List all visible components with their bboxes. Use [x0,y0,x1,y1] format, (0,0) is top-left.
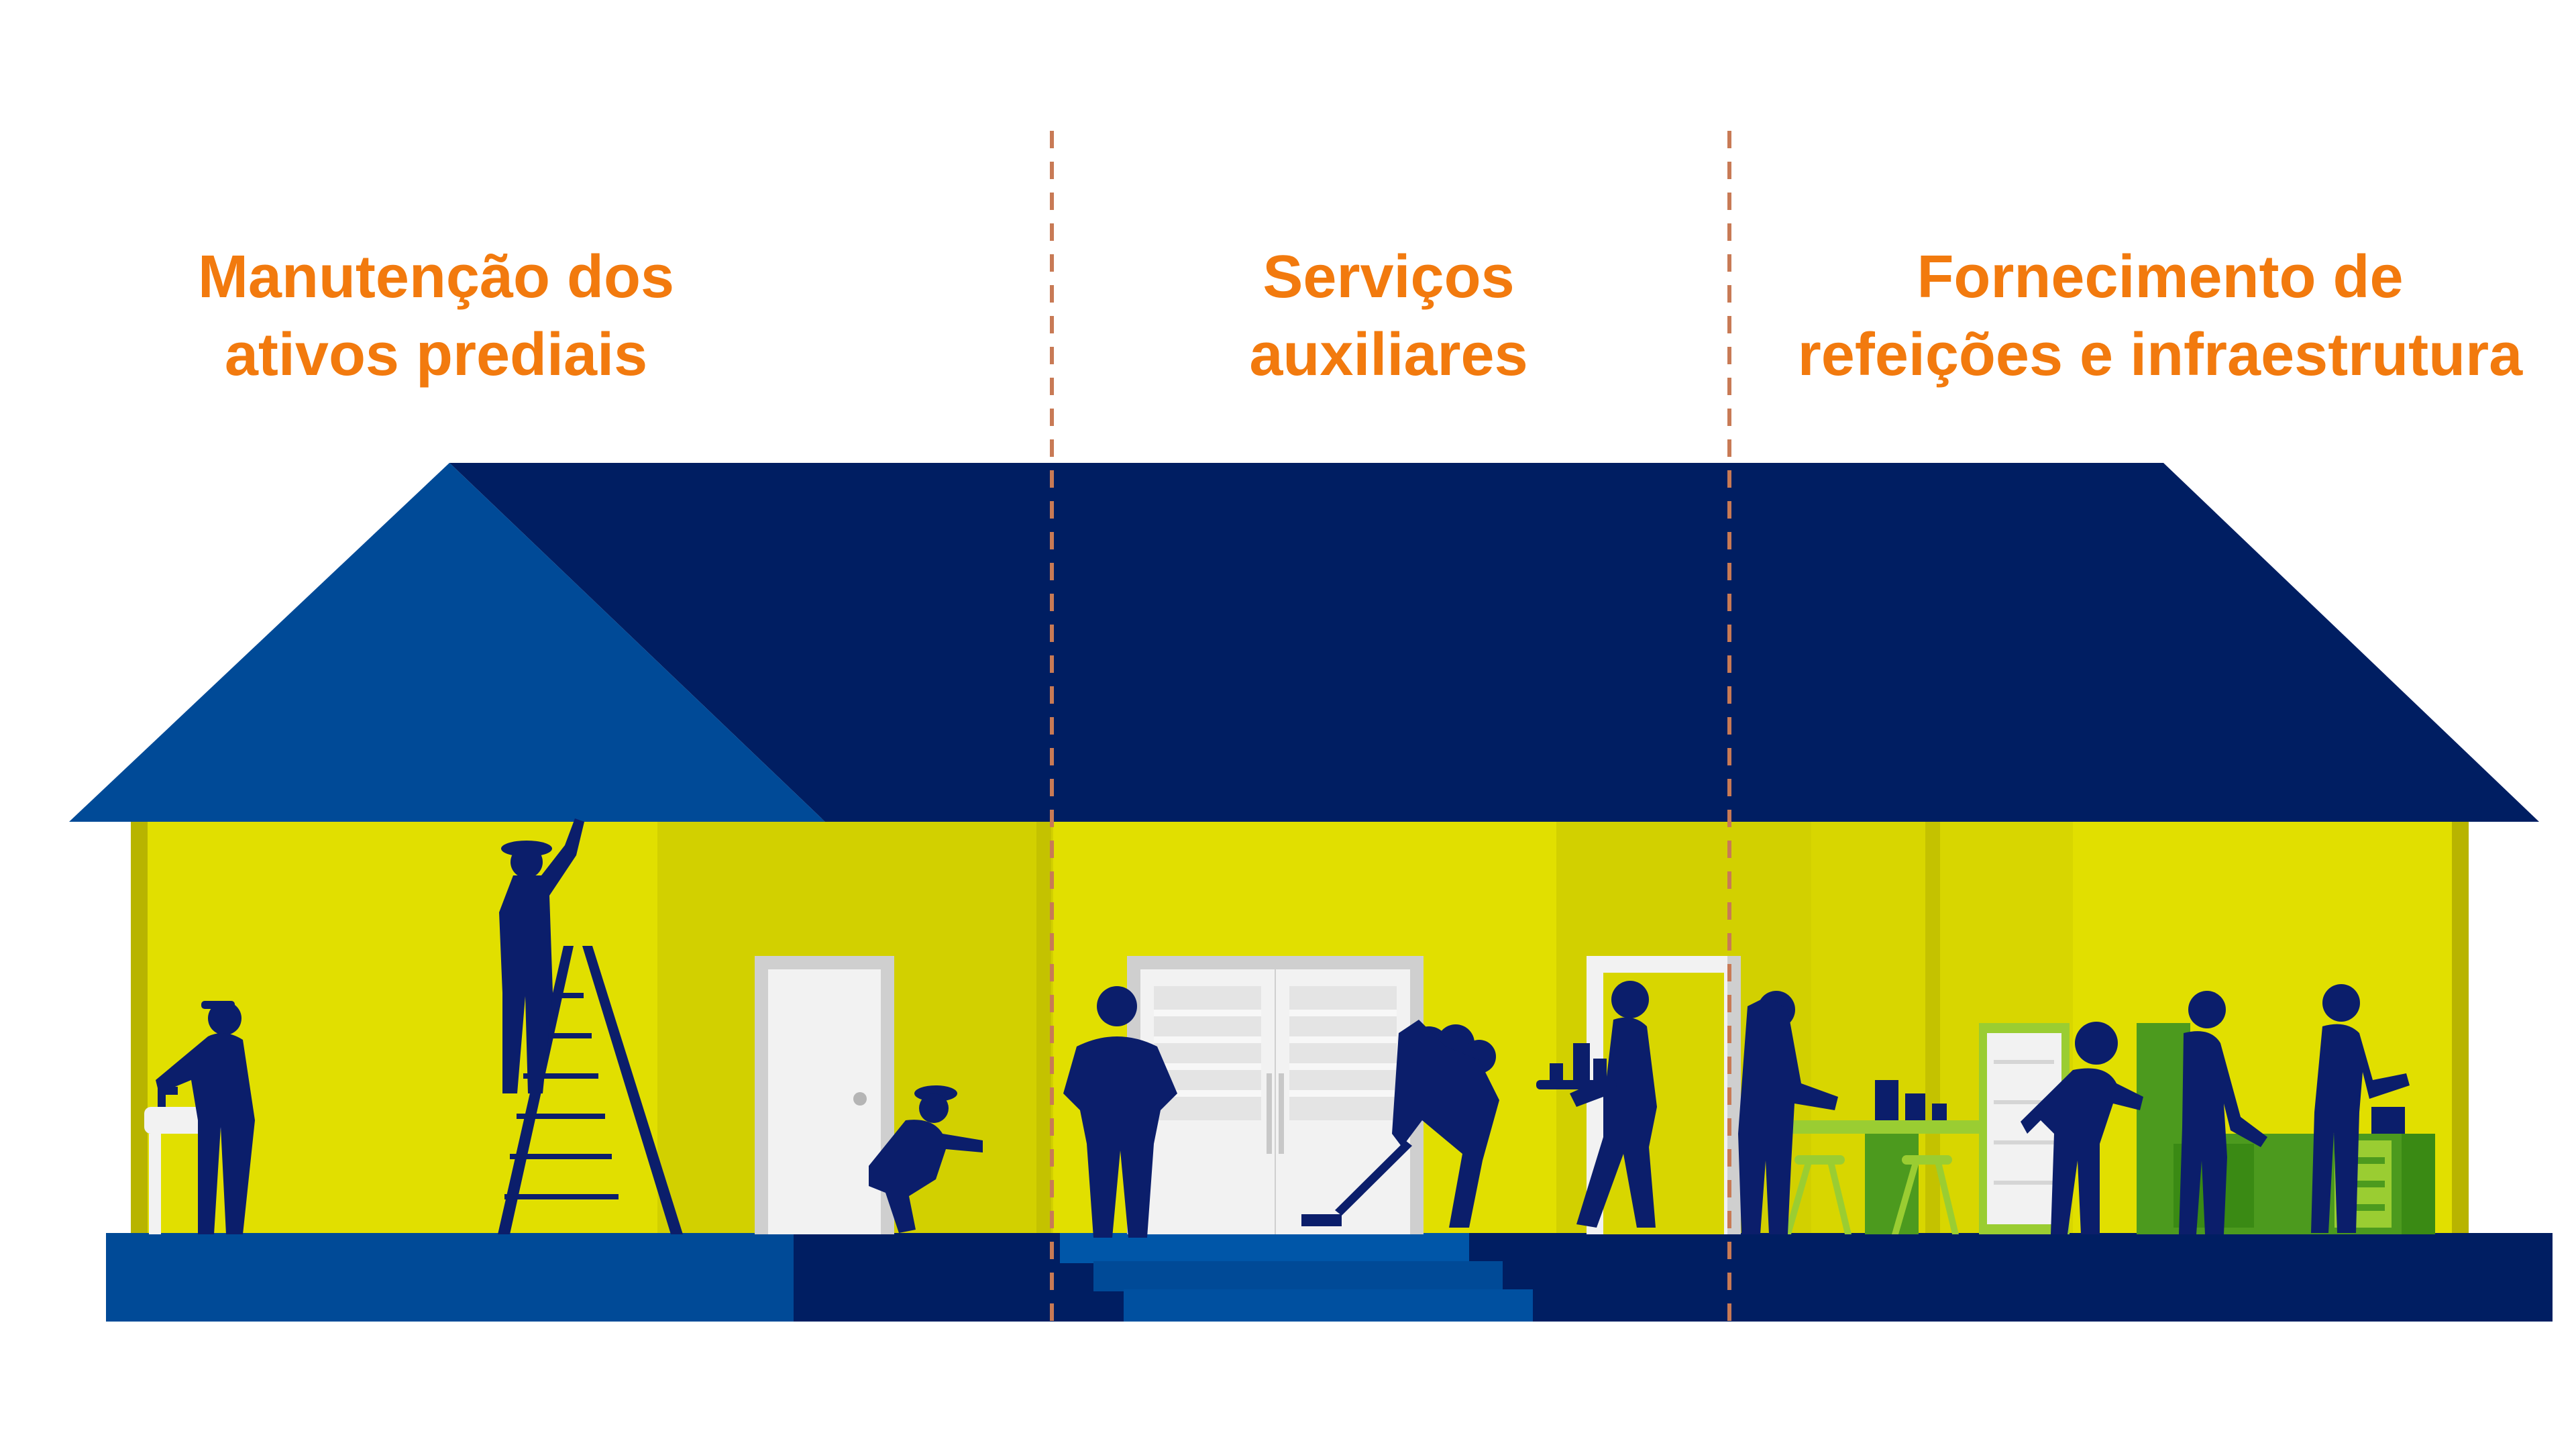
cook-silhouette-2 [2179,991,2267,1234]
cook-silhouette-3 [2311,984,2410,1233]
house-roof [69,463,2539,822]
waiter-silhouette [1536,981,1657,1228]
section-title-food-line-1: Fornecimento de [1917,244,2404,311]
wall-edge-left [131,818,148,1234]
section-title-auxiliary: Serviços auxiliares [1127,238,1650,394]
section-title-auxiliary-line-1: Serviços [1263,244,1515,311]
door-double [1127,956,1424,1234]
roof-gable [69,463,825,822]
cook-silhouette-1 [2021,1022,2143,1234]
plumber-silhouette [156,1001,255,1234]
cleaner-silhouette [1301,1020,1499,1228]
server-silhouette [1738,991,1838,1234]
maintenance-scene [144,818,983,1234]
section-title-auxiliary-line-2: auxiliares [1249,321,1528,388]
stools [1784,1155,1959,1234]
crouching-worker-silhouette [869,1085,983,1233]
food-scene [1738,984,2435,1234]
guard-silhouette [1063,986,1177,1238]
section-title-food-line-2: refeições e infraestrutura [1797,321,2523,388]
section-dividers [1050,131,1731,1325]
floor-left [106,1233,794,1322]
section-title-maintenance-line-2: ativos prediais [224,321,648,388]
stair-step-3 [1124,1289,1533,1322]
roof-dark [449,463,2539,822]
wall-pillar-1 [1036,818,1051,1234]
auxiliary-scene [1063,981,1657,1238]
stair-step-2 [1093,1261,1503,1291]
floor-right [794,1233,2553,1322]
door-left [755,956,894,1234]
electrician-silhouette [499,818,584,1093]
house-floor [106,1233,2553,1322]
section-title-maintenance-line-1: Manutenção dos [197,244,675,311]
wall-edge-right [2452,818,2469,1234]
section-title-maintenance: Manutenção dos ativos prediais [117,238,755,394]
stair-step-1 [1060,1233,1469,1263]
section-title-food: Fornecimento de refeições e infraestrutu… [1758,238,2563,394]
